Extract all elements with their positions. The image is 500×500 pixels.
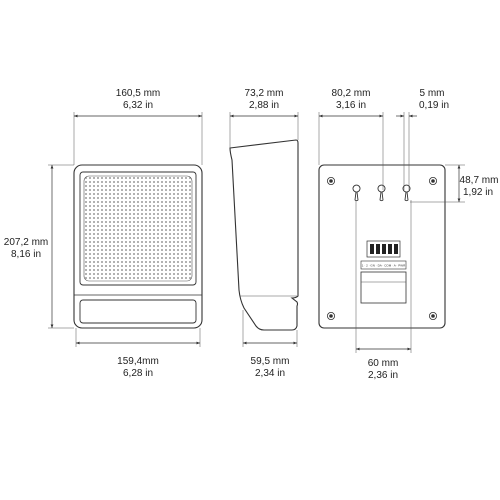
keyhole-slots bbox=[352, 184, 411, 202]
front-bottom-in: 6,28 in bbox=[123, 368, 153, 379]
front-top-in: 6,32 in bbox=[123, 100, 153, 111]
back-bottom-mm: 60 mm bbox=[368, 358, 399, 369]
terminal-cover bbox=[360, 271, 407, 304]
side-top-mm: 73,2 mm bbox=[245, 88, 284, 99]
side-bottom-mm: 59,5 mm bbox=[251, 356, 290, 367]
back-bottom-in: 2,36 in bbox=[368, 370, 398, 381]
back-top-in: 3,16 in bbox=[336, 100, 366, 111]
back-slot-mm: 5 mm bbox=[420, 88, 445, 99]
side-housing bbox=[229, 139, 299, 331]
keyhole-slot-right bbox=[402, 184, 411, 202]
back-view: 1 · 2 · GN · DA · COM · A · PWR 80,2 mm … bbox=[318, 88, 499, 381]
front-bottom-mm: 159,4mm bbox=[117, 356, 159, 367]
keyhole-slot-left bbox=[352, 184, 361, 202]
side-bottom-in: 2,34 in bbox=[255, 368, 285, 379]
speaker-grille bbox=[83, 175, 193, 282]
side-top-in: 2,88 in bbox=[249, 100, 279, 111]
back-slot-in: 0,19 in bbox=[419, 100, 449, 111]
front-top-mm: 160,5 mm bbox=[116, 88, 160, 99]
back-right-in: 1,92 in bbox=[463, 187, 493, 198]
front-grille-frame bbox=[79, 171, 197, 286]
terminal-label-strip bbox=[360, 260, 407, 270]
terminal-label: 1 · 2 · GN · DA · COM · A · PWR bbox=[362, 264, 406, 268]
back-right-mm: 48,7 mm bbox=[460, 175, 499, 186]
front-lower-panel bbox=[79, 299, 197, 324]
terminal-block: 1 · 2 · GN · DA · COM · A · PWR bbox=[360, 240, 407, 304]
side-view: 73,2 mm 2,88 in 59,5 mm 2,34 in bbox=[229, 88, 299, 379]
corner-screws bbox=[326, 176, 437, 320]
back-top-mm: 80,2 mm bbox=[332, 88, 371, 99]
front-view: 160,5 mm 6,32 in 207,2 mm 8,16 in 159,4m… bbox=[4, 88, 203, 379]
front-left-in: 8,16 in bbox=[11, 249, 41, 260]
front-left-mm: 207,2 mm bbox=[4, 237, 48, 248]
